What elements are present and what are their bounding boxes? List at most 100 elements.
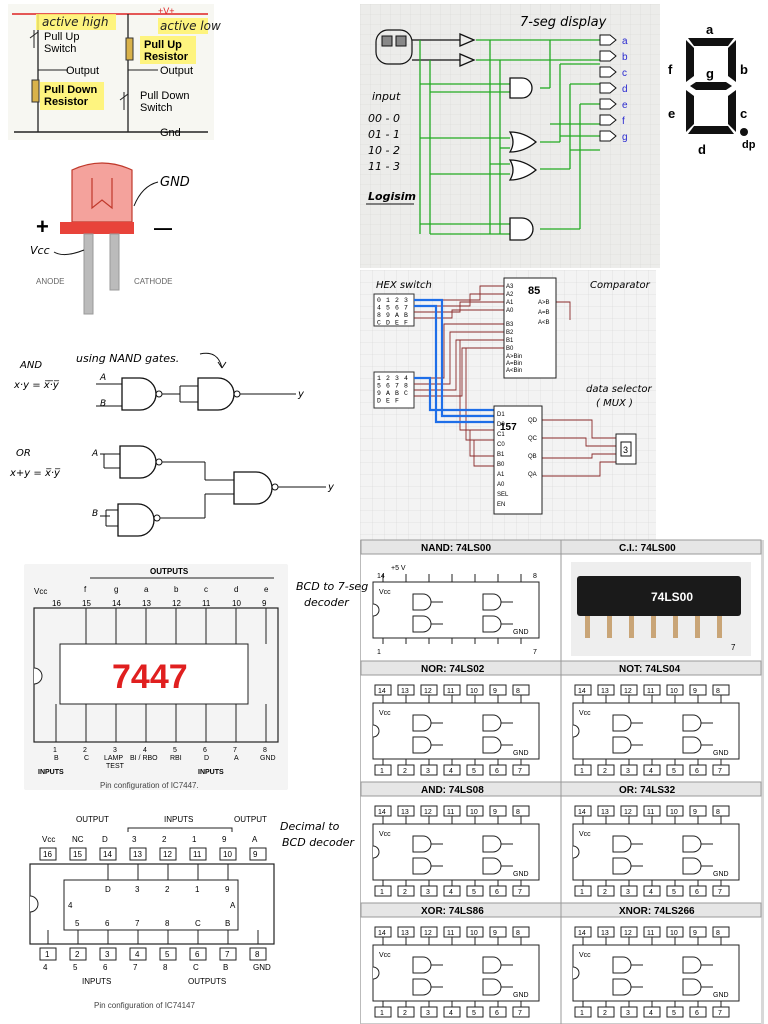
ic-top-pin: 11 [647, 688, 654, 695]
green-wires [419, 39, 600, 235]
ic-bottom-pin: 7 [718, 768, 722, 775]
hex-display-value: 3 [623, 445, 628, 455]
comparator-pin-b: B2 [506, 330, 514, 336]
hex-key[interactable]: 5 [377, 383, 381, 390]
ic-bottom-pin: 5 [472, 889, 476, 896]
led-diagram: GND + — Vcc ANODE CATHODE [30, 162, 190, 315]
ic-top-pin: 9 [493, 688, 497, 695]
ic74147-inner-bottom: 8 [165, 919, 170, 928]
ic-top-pin: 14 [578, 930, 586, 937]
ic74147-inner-bottom: C [195, 919, 201, 928]
ic74147-die [63, 879, 239, 931]
hex-key[interactable]: 6 [395, 305, 399, 312]
ic-bottom-pin: 3 [626, 889, 630, 896]
hex-key[interactable]: A [386, 390, 390, 397]
hex-key[interactable]: B [404, 312, 408, 319]
ic7447-top-pin: 15 [82, 599, 91, 608]
ic-bottom-pin: 5 [472, 1010, 476, 1017]
hex-key[interactable]: 6 [386, 383, 390, 390]
mux-pin: A1 [497, 472, 505, 478]
ic-package [372, 944, 540, 1002]
hex-key[interactable]: 7 [395, 383, 399, 390]
hex-key[interactable]: 1 [386, 297, 390, 304]
ic74147-inputs-top: INPUTS [164, 815, 193, 824]
comparator-output: A=B [538, 310, 550, 316]
hex-key[interactable]: B [395, 390, 399, 397]
ic-gate [482, 857, 502, 875]
ic-top-pin: 10 [670, 809, 678, 816]
led-vcc-label: Vcc [30, 244, 50, 257]
ic-bottom-pin: 4 [649, 1010, 653, 1017]
logisim-brand: Logisim [368, 190, 416, 203]
ic-plus5v: +5 V [391, 565, 406, 572]
ic-top-pin: 13 [601, 809, 609, 816]
hex-key[interactable]: 4 [377, 305, 381, 312]
active-high-highlight [36, 14, 116, 30]
code-3: 11 - 3 [368, 160, 400, 173]
ic-header-right: NOT: 74LS04 [619, 664, 681, 675]
led-gnd-label: GND [160, 175, 190, 190]
mux-pin: EN [497, 502, 505, 508]
led-body [71, 162, 133, 223]
hex-switch-1[interactable] [373, 293, 415, 327]
ic7447-output-letter: g [114, 585, 118, 594]
hex-key[interactable]: 2 [386, 375, 390, 382]
hex-key[interactable]: 9 [386, 312, 390, 319]
and-gate-1 [509, 77, 533, 99]
ic-bottom-pin: 6 [495, 889, 499, 896]
mux-output: QD [528, 418, 538, 424]
hex-switch-2[interactable] [373, 371, 415, 409]
ic-top-pin: 14 [377, 573, 385, 580]
ic74147-bottom-name: 4 [43, 963, 48, 972]
cathode-label: CATHODE [134, 277, 173, 286]
hex-key[interactable]: D [377, 398, 381, 405]
led-minus-sign: — [154, 218, 172, 238]
hex-key[interactable]: F [395, 398, 399, 405]
hex-key[interactable]: F [404, 320, 408, 327]
ic74147-top-name: 3 [132, 835, 137, 844]
hex-key[interactable]: 8 [377, 312, 381, 319]
hex-key[interactable]: 1 [377, 375, 381, 382]
hex-key[interactable]: 4 [404, 375, 408, 382]
ic-package [372, 581, 540, 639]
comparator-pin-a: A1 [506, 300, 514, 306]
hex-key[interactable]: 2 [395, 297, 399, 304]
ic74147-top-name: 1 [192, 835, 197, 844]
ic7447-vcc: Vcc [34, 587, 47, 596]
ic-gate [412, 956, 432, 974]
hex-key[interactable]: C [377, 320, 381, 327]
hex-key[interactable]: 7 [404, 305, 408, 312]
ic7447-top-pin: 9 [262, 599, 267, 608]
ic-vcc: Vcc [579, 710, 591, 717]
hex-key[interactable]: 3 [395, 375, 399, 382]
hex-key[interactable]: D [386, 320, 390, 327]
seg-label-a: a [706, 22, 714, 37]
hex-key[interactable]: E [386, 398, 390, 405]
hex-key[interactable]: E [395, 320, 399, 327]
hex-key[interactable]: C [404, 390, 408, 397]
hex-key[interactable]: 3 [404, 297, 408, 304]
ic7447-bottom-name: D [204, 755, 209, 762]
ic-gnd: GND [713, 992, 729, 999]
ic74147-inner-top: 9 [225, 885, 230, 894]
ic-top-pin: 10 [670, 930, 678, 937]
ic74147-bottom-pin: 2 [75, 950, 80, 959]
hex-key[interactable]: A [395, 312, 399, 319]
hex-key[interactable]: 9 [377, 390, 381, 397]
ic-bottom-pin: 6 [695, 1010, 699, 1017]
hex-key[interactable]: 0 [377, 297, 381, 304]
ic74147-top-pin: 9 [253, 850, 258, 859]
mux-output: QC [528, 436, 538, 442]
ic-gate [482, 978, 502, 996]
active-low-label: active low [160, 19, 221, 33]
ic-top-pin: 13 [401, 809, 409, 816]
using-nand-label: using NAND gates. [76, 352, 179, 365]
hex-key[interactable]: 8 [404, 383, 408, 390]
ic74147-bottom-name: B [223, 963, 228, 972]
segment-d [688, 126, 734, 134]
ic74147-inner-right: A [230, 901, 236, 910]
and-expression: x·y = x̅·̅y̅ [13, 380, 60, 391]
ic-gate [482, 615, 502, 633]
hex-key[interactable]: 5 [386, 305, 390, 312]
input-dip-switch[interactable] [375, 29, 413, 65]
